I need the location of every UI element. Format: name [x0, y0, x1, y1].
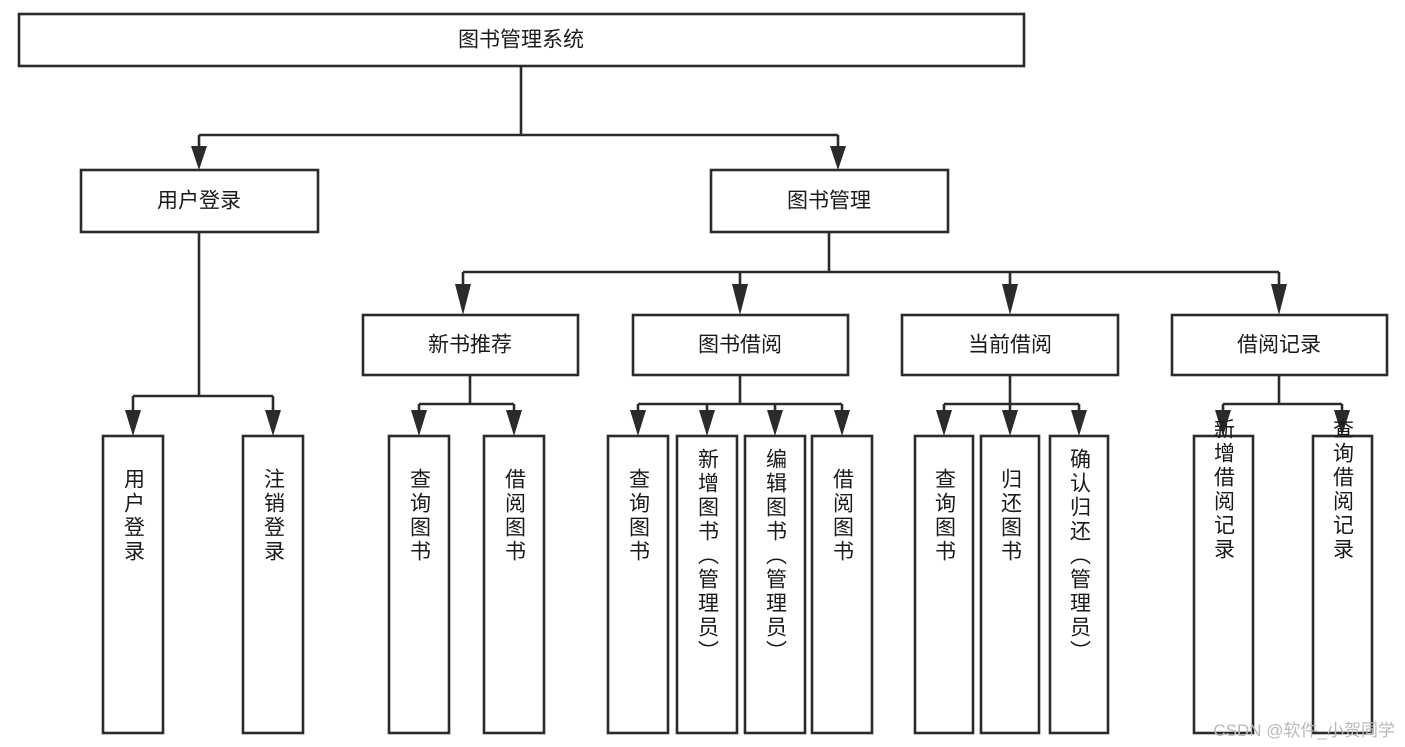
arrow-head-icon: [630, 410, 646, 436]
connector-userlogin-to-leaves: [125, 232, 281, 436]
connector-current-to-leaves: [936, 375, 1087, 436]
arrow-head-icon: [411, 410, 427, 436]
arrow-head-icon: [1002, 410, 1018, 436]
leaf-current-return-book-label: 归还图书: [999, 468, 1023, 564]
leaf-record-add-record-label: 新增借阅记录: [1212, 418, 1236, 562]
leaf-record-query-record-label: 查询借阅记录: [1331, 418, 1355, 562]
leaf-user-logout[interactable]: 注销登录: [241, 434, 305, 735]
arrow-head-icon: [1215, 410, 1231, 436]
arrow-head-icon: [732, 284, 748, 315]
connector-record-to-leaves: [1215, 375, 1350, 436]
node-book-manage[interactable]: 图书管理: [709, 168, 950, 234]
arrow-head-icon: [834, 410, 850, 436]
leaf-recommend-borrow-book-label: 借阅图书: [503, 468, 527, 564]
node-user-login-label: 用户登录: [157, 190, 241, 213]
arrow-head-icon: [1271, 284, 1287, 315]
connector-bookmanage-to-level3: [455, 232, 1287, 315]
leaf-recommend-query-book[interactable]: 查询图书: [387, 434, 451, 735]
node-root-system-label: 图书管理系统: [458, 29, 584, 52]
leaf-borrow-add-book-admin[interactable]: 新增图书（管理员）: [675, 434, 739, 735]
node-user-login[interactable]: 用户登录: [79, 168, 320, 234]
leaf-borrow-edit-book-admin-label: 编辑图书（管理员）: [764, 448, 788, 664]
leaf-current-confirm-return-admin-label: 确认归还（管理员）: [1068, 448, 1092, 664]
node-borrow-record-label: 借阅记录: [1237, 334, 1321, 357]
leaf-record-query-record[interactable]: 查询借阅记录: [1311, 418, 1374, 735]
leaf-current-query-book-label: 查询图书: [933, 468, 957, 564]
arrow-head-icon: [699, 410, 715, 436]
arrow-head-icon: [936, 410, 952, 436]
node-book-manage-label: 图书管理: [787, 190, 871, 213]
arrow-head-icon: [1071, 410, 1087, 436]
leaf-borrow-edit-book-admin[interactable]: 编辑图书（管理员）: [743, 434, 807, 735]
node-current-borrow-label: 当前借阅: [968, 334, 1052, 357]
leaf-recommend-query-book-label: 查询图书: [408, 468, 432, 564]
arrow-head-icon: [767, 410, 783, 436]
leaf-borrow-add-book-admin-label: 新增图书（管理员）: [696, 448, 720, 664]
node-root-system[interactable]: 图书管理系统: [17, 12, 1026, 68]
leaf-user-logout-label: 注销登录: [262, 468, 286, 564]
arrow-head-icon: [455, 284, 471, 315]
arrow-head-icon: [830, 146, 846, 170]
node-book-borrow[interactable]: 图书借阅: [631, 313, 850, 377]
arrow-head-icon: [1002, 284, 1018, 315]
node-borrow-record[interactable]: 借阅记录: [1170, 313, 1389, 377]
leaf-current-confirm-return-admin[interactable]: 确认归还（管理员）: [1048, 434, 1110, 735]
leaf-user-login-1[interactable]: 用户登录: [101, 434, 165, 735]
leaf-recommend-borrow-book[interactable]: 借阅图书: [482, 434, 546, 735]
connector-recommend-to-leaves: [411, 375, 522, 436]
arrow-head-icon: [125, 410, 141, 436]
connector-root-to-level2: [191, 66, 846, 170]
leaf-current-return-book[interactable]: 归还图书: [979, 434, 1041, 735]
arrow-head-icon: [1334, 410, 1350, 436]
node-new-book-recommend[interactable]: 新书推荐: [361, 313, 580, 377]
leaf-borrow-borrow-book[interactable]: 借阅图书: [810, 434, 874, 735]
leaf-borrow-query-book-label: 查询图书: [627, 468, 651, 564]
arrow-head-icon: [265, 410, 281, 436]
arrow-head-icon: [191, 146, 207, 170]
leaf-record-add-record[interactable]: 新增借阅记录: [1192, 418, 1255, 735]
leaf-current-query-book[interactable]: 查询图书: [913, 434, 975, 735]
leaf-borrow-query-book[interactable]: 查询图书: [606, 434, 670, 735]
node-new-book-recommend-label: 新书推荐: [428, 334, 512, 357]
leaf-borrow-borrow-book-label: 借阅图书: [831, 468, 855, 564]
connector-borrow-to-leaves: [630, 375, 850, 436]
arrow-head-icon: [506, 410, 522, 436]
node-book-borrow-label: 图书借阅: [698, 334, 782, 357]
node-current-borrow[interactable]: 当前借阅: [900, 313, 1120, 377]
leaf-user-login-1-label: 用户登录: [122, 468, 146, 564]
